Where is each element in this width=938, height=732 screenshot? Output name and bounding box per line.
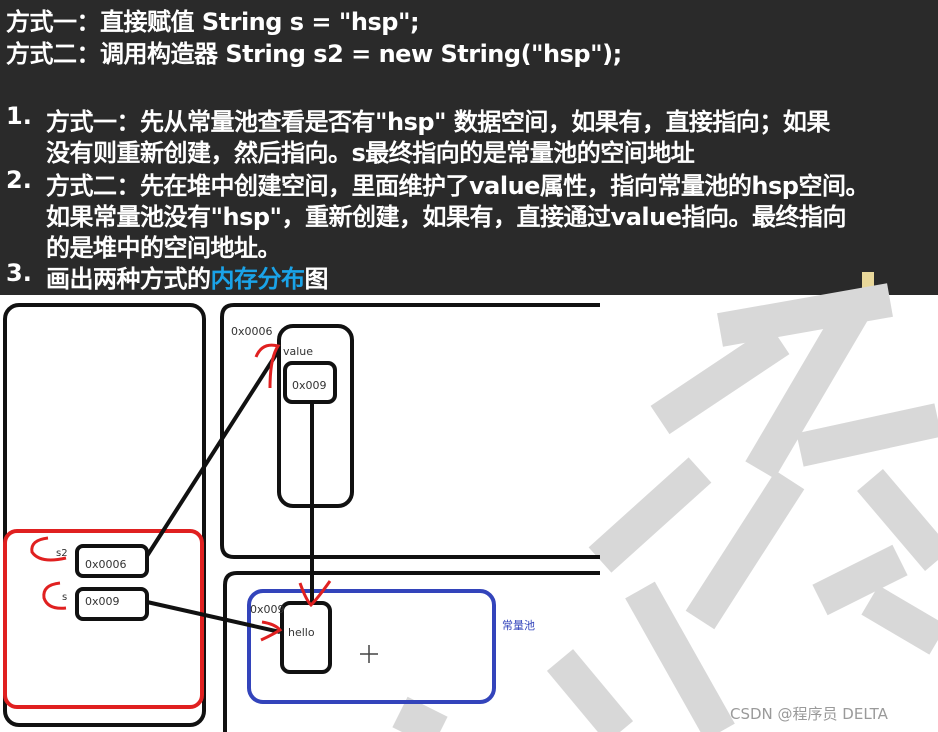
reference-arrows <box>145 348 314 634</box>
item-3-prefix: 画出两种方式的 <box>46 265 211 293</box>
item-2-line-2: 如果常量池没有"hsp"，重新创建，如果有，直接通过value指向。最终指向 <box>46 203 847 231</box>
stack-area <box>3 303 206 727</box>
object-address-label: 0x0006 <box>231 325 273 338</box>
item-3-suffix: 图 <box>304 265 329 293</box>
constant-pool-box <box>247 589 496 704</box>
item-3-line: 画出两种方式的内存分布图 <box>46 259 328 294</box>
red-annotations <box>30 343 332 642</box>
s-label: s <box>62 592 67 603</box>
item-1-number: 1. <box>6 102 32 130</box>
watermark-strokes <box>392 283 938 732</box>
s2-value: 0x0006 <box>85 558 127 571</box>
heap-area <box>220 303 600 559</box>
string-object-box <box>277 324 354 508</box>
s-to-pool-arrow <box>146 600 281 634</box>
item-2-line-1: 方式二：先在堆中创建空间，里面维护了value属性，指向常量池的hsp空间。 <box>46 172 869 200</box>
value-field-label: value <box>283 345 313 358</box>
item-2-number: 2. <box>6 166 32 194</box>
item-3-number: 3. <box>6 259 32 287</box>
item-2-line-3: 的是堆中的空间地址。 <box>46 234 282 262</box>
pool-string-value: hello <box>288 626 315 639</box>
s2-to-object-arrow <box>145 348 281 558</box>
csdn-watermark: CSDN @程序员 DELTA <box>730 705 888 723</box>
cursor-crosshair-icon <box>360 645 378 663</box>
pool-string-address: 0x009 <box>250 603 285 616</box>
item-1-line-2: 没有则重新创建，然后指向。s最终指向的是常量池的空间地址 <box>46 139 695 167</box>
main-stack-frame <box>3 529 204 709</box>
item-3-highlight: 内存分布 <box>210 265 306 293</box>
hello-string-box <box>280 601 332 674</box>
s2-label: s2 <box>56 548 68 559</box>
s-value: 0x009 <box>85 595 120 608</box>
constant-pool-label: 常量池 <box>502 619 535 632</box>
value-field-box <box>283 361 337 404</box>
item-1-line-1: 方式一：先从常量池查看是否有"hsp" 数据空间，如果有，直接指向；如果 <box>46 108 830 136</box>
method-area <box>223 571 600 732</box>
line-method-two: 方式二：调用构造器 String s2 = new String("hsp"); <box>6 40 622 68</box>
line-method-one: 方式一：直接赋值 String s = "hsp"; <box>6 8 420 36</box>
s2-variable-box <box>75 544 149 578</box>
slide-text-area: 方式一：直接赋值 String s = "hsp"; 方式二：调用构造器 Str… <box>0 0 938 295</box>
value-field-value: 0x009 <box>292 379 327 392</box>
